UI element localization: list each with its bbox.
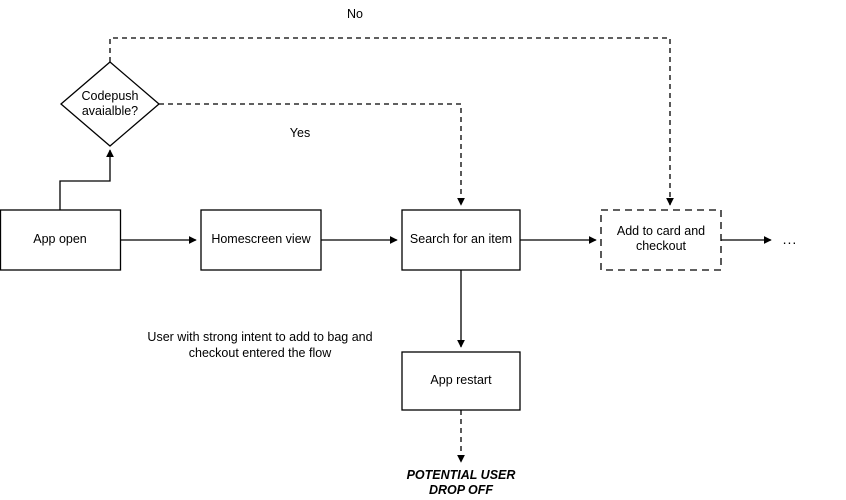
node-homescreen-view[interactable] — [200, 209, 322, 271]
node-continuation-label: ... — [782, 231, 798, 247]
edge-codepush-no-to-add-to-cart — [109, 37, 674, 206]
edge-app-open-to-codepush — [59, 149, 114, 210]
node-codepush-decision[interactable] — [60, 61, 160, 147]
node-app-open[interactable] — [0, 209, 122, 271]
edge-codepush-yes-to-search — [159, 103, 465, 206]
annotation-intent-note: User with strong intent to add to bag an… — [147, 330, 373, 360]
node-app-restart[interactable] — [401, 351, 521, 411]
edge-label-yes: Yes — [289, 126, 311, 140]
annotation-drop-off: POTENTIAL USER DROP OFF — [406, 468, 516, 497]
node-search-for-item[interactable] — [401, 209, 521, 271]
edge-label-no: No — [347, 7, 363, 21]
node-add-to-cart-checkout[interactable] — [600, 209, 722, 271]
